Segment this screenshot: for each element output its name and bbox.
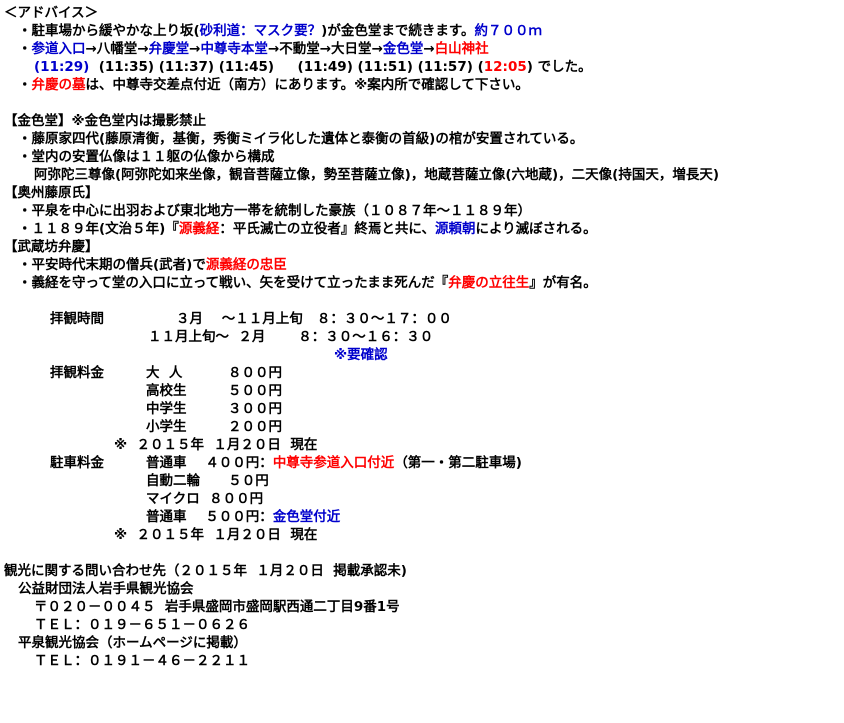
benkei-grave-line: ・弁慶の墓は、中尊寺交差点付近（南方）にあります。※案内所で確認して下さい。 <box>18 77 529 93</box>
benkei-heading: 【武蔵坊弁慶】 <box>4 239 99 255</box>
fee-name: 小学生 <box>146 419 187 435</box>
parking-label: 駐車料金 <box>50 455 104 471</box>
contact-tel-iwate: ＴＥＬ：０１９－６５１－０６２６ <box>34 617 250 633</box>
konjikido-heading: 【金色堂】※金色堂内は撮影禁止 <box>4 113 207 129</box>
fee-price: ３００円 <box>228 401 282 417</box>
fee-price: ５００円 <box>228 383 282 399</box>
parking-row-4: 普通車 ５００円：金色堂付近 <box>146 509 341 525</box>
hours-row-2: １１月上旬～ ２月 ８：３０～１６：３０ <box>148 329 434 345</box>
hours-note: ※要確認 <box>334 347 388 363</box>
hours-row-1: ３月 ～１１月上旬 ８：３０～１７：００ <box>176 311 452 327</box>
contact-heading: 観光に関する問い合わせ先（２０１５年 １月２０日 掲載承認未) <box>4 563 407 579</box>
contact-org-iwate: 公益財団法人岩手県観光協会 <box>18 581 194 597</box>
fujiwara-heading: 【奥州藤原氏】 <box>4 185 99 201</box>
hours-label: 拝観時間 <box>50 311 104 327</box>
fee-name: 大 人 <box>146 365 183 381</box>
fujiwara-bullet-2: ・１１８９年(文治５年)『源義経：平氏滅亡の立役者』終焉と共に、源頼朝により滅ぼ… <box>18 221 597 237</box>
benkei-bullet-1: ・平安時代末期の僧兵(武者)で源義経の忠臣 <box>18 257 287 273</box>
route-times-line: (11:29) (11:35) (11:37) (11:45) (11:49) … <box>34 59 592 75</box>
parking-row-2: 自動二輪 ５０円 <box>146 473 269 489</box>
fee-name: 高校生 <box>146 383 187 399</box>
fees-as-of-date: ※ ２０１５年 １月２０日 現在 <box>114 437 318 453</box>
fees-label: 拝観料金 <box>50 365 104 381</box>
parking-as-of-date: ※ ２０１５年 １月２０日 現在 <box>114 527 318 543</box>
konjikido-bullet-1: ・藤原家四代(藤原清衡，基衡，秀衡ミイラ化した遺体と泰衡の首級)の棺が安置されて… <box>18 131 584 147</box>
parking-row-1: 普通車 ４００円：中尊寺参道入口付近（第一・第二駐車場) <box>146 455 522 471</box>
advice-heading: ＜アドバイス＞ <box>4 5 99 21</box>
konjikido-buddha-list: 阿弥陀三尊像(阿弥陀如来坐像，観音菩薩立像，勢至菩薩立像)，地蔵菩薩立像(六地蔵… <box>34 167 720 183</box>
fee-price: ８００円 <box>228 365 282 381</box>
fee-name: 中学生 <box>146 401 187 417</box>
fee-price: ２００円 <box>228 419 282 435</box>
contact-address-iwate: 〒０２０－００４５ 岩手県盛岡市盛岡駅西通二丁目9番1号 <box>34 599 400 615</box>
parking-row-3: マイクロ ８００円 <box>146 491 264 507</box>
konjikido-bullet-2: ・堂内の安置仏像は１１躯の仏像から構成 <box>18 149 275 165</box>
benkei-bullet-2: ・義経を守って堂の入口に立って戦い、矢を受けて立ったまま死んだ『弁慶の立往生』が… <box>18 275 597 291</box>
fujiwara-bullet-1: ・平泉を中心に出羽および東北地方一帯を統制した豪族（１０８７年～１１８９年） <box>18 203 531 219</box>
contact-org-hiraizumi: 平泉観光協会（ホームページに掲載） <box>18 635 247 651</box>
contact-tel-hiraizumi: ＴＥＬ：０１９１－４６－２２１１ <box>34 653 250 669</box>
route-line: ・参道入口→八幡堂→弁慶堂→中尊寺本堂→不動堂→大日堂→金色堂→白山神社 <box>18 41 489 57</box>
advice-slope-line: ・駐車場から緩やかな上り坂(砂利道：マスク要？)が金色堂まで続きます。約７００ｍ <box>18 23 542 39</box>
